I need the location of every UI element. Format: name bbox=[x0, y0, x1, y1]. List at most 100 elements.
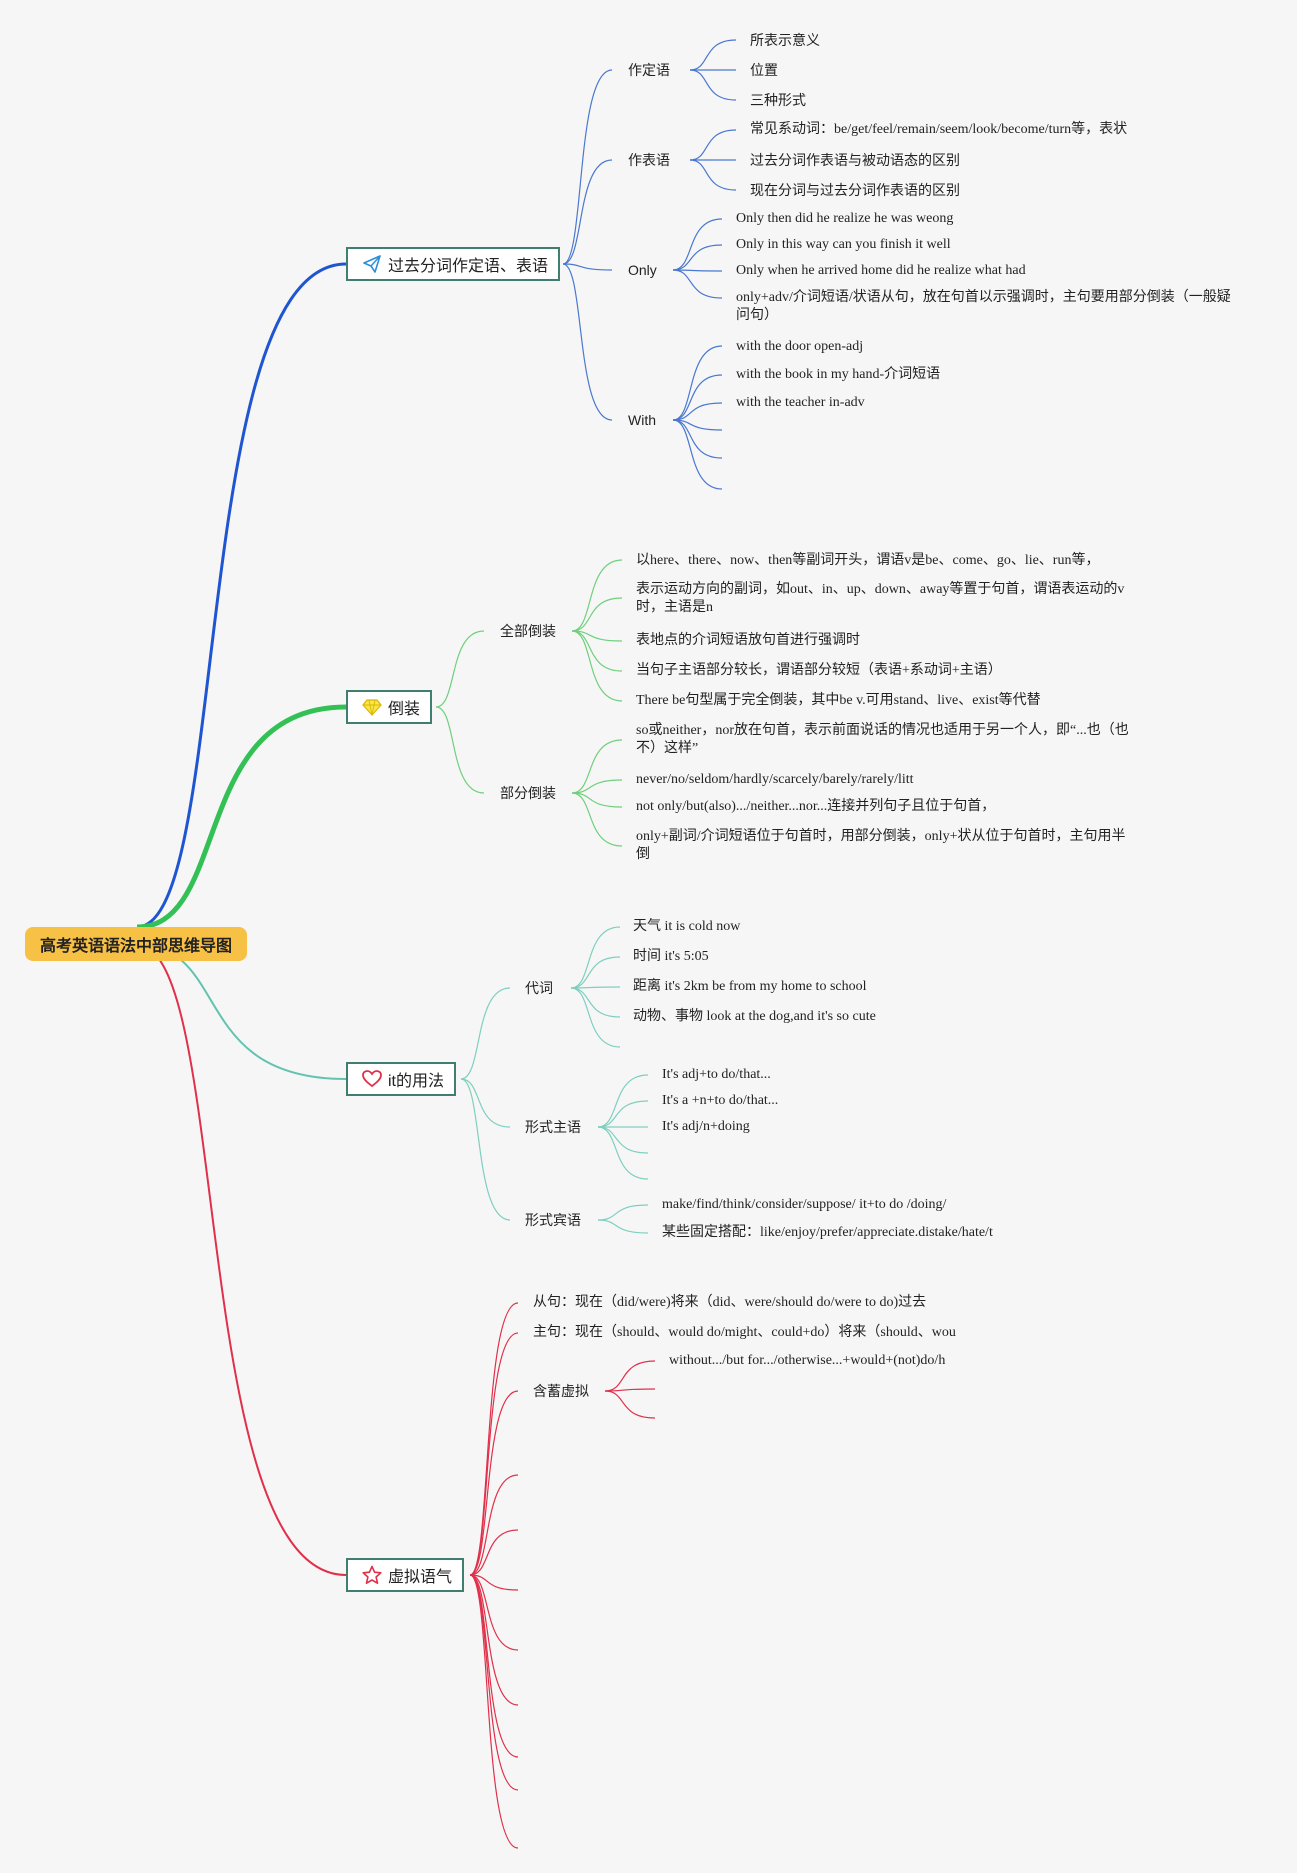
topic-link bbox=[435, 706, 485, 794]
leaf-link bbox=[571, 779, 623, 794]
leaf-link bbox=[571, 630, 623, 642]
topic-link bbox=[460, 1078, 511, 1128]
leaf-link bbox=[672, 374, 723, 421]
topic-inversion[interactable]: 倒装 bbox=[346, 690, 433, 724]
topic-link bbox=[469, 1574, 519, 1849]
topic-label: 过去分词作定语、表语 bbox=[388, 258, 549, 275]
leaf-item[interactable]: There be句型属于完全倒装，其中be v.可用stand、live、exi… bbox=[636, 693, 1041, 708]
leaf-link bbox=[604, 1388, 656, 1392]
leaf-link bbox=[672, 269, 723, 272]
leaf-link bbox=[672, 244, 723, 271]
leaf-item[interactable]: so或neither，nor放在句首，表示前面说话的情况也适用于另一个人，即“.… bbox=[636, 723, 1129, 756]
subtopic-label[interactable]: 形式宾语 bbox=[525, 1212, 581, 1228]
subtopic-label[interactable]: 部分倒装 bbox=[500, 785, 556, 801]
leaf-item[interactable]: It's adj/n+doing bbox=[662, 1119, 750, 1134]
leaf-item[interactable]: It's adj+to do/that... bbox=[662, 1067, 771, 1082]
leaf-link bbox=[672, 419, 723, 490]
leaf-link bbox=[604, 1360, 656, 1392]
topic-link bbox=[469, 1474, 519, 1576]
leaf-link bbox=[571, 792, 623, 847]
topic-link bbox=[469, 1574, 519, 1706]
topic-link bbox=[562, 263, 613, 271]
leaf-link bbox=[672, 345, 723, 421]
leaf-link bbox=[597, 1204, 649, 1221]
topic-label: 虚拟语气 bbox=[388, 1569, 453, 1586]
subtopic-label[interactable]: 全部倒装 bbox=[500, 623, 556, 639]
leaf-link bbox=[597, 1219, 649, 1234]
topic-subjunctive[interactable]: 虚拟语气 bbox=[346, 1558, 465, 1592]
leaf-item[interactable]: never/no/seldom/hardly/scarcely/barely/r… bbox=[636, 772, 914, 787]
leaf-item[interactable]: 时间 it's 5:05 bbox=[633, 949, 709, 964]
leaf-item[interactable]: 动物、事物 look at the dog,and it's so cute bbox=[633, 1009, 876, 1024]
subtopic-label[interactable]: 从句：现在（did/were)将来（did、were/should do/wer… bbox=[533, 1295, 927, 1310]
subtopic-label[interactable]: With bbox=[628, 412, 656, 428]
leaf-link bbox=[672, 402, 723, 421]
leaf-item[interactable]: 所表示意义 bbox=[750, 32, 820, 48]
leaf-item[interactable]: with the book in my hand-介词短语 bbox=[736, 367, 941, 382]
leaf-item[interactable]: not only/but(also).../neither...nor...连接… bbox=[636, 799, 996, 814]
leaf-item[interactable]: Only then did he realize he was weong bbox=[736, 211, 954, 226]
leaf-item[interactable]: 表地点的介词短语放句首进行强调时 bbox=[636, 633, 860, 648]
subtopic-label[interactable]: 形式主语 bbox=[525, 1119, 581, 1135]
leaf-item[interactable]: 常见系动词：be/get/feel/remain/seem/look/becom… bbox=[750, 122, 1128, 137]
topic-past-participle[interactable]: 过去分词作定语、表语 bbox=[346, 247, 561, 281]
subtopic-label[interactable]: 作定语 bbox=[628, 62, 670, 78]
topic-link bbox=[460, 987, 511, 1080]
leaf-link bbox=[571, 630, 623, 672]
topic-link bbox=[562, 69, 613, 265]
leaf-item[interactable]: 距离 it's 2km be from my home to school bbox=[633, 979, 867, 994]
root-link-past-participle bbox=[136, 262, 347, 929]
leaf-item[interactable]: 三种形式 bbox=[750, 92, 806, 108]
leaf-item[interactable]: without.../but for.../otherwise...+would… bbox=[669, 1353, 946, 1368]
topic-link bbox=[469, 1529, 519, 1576]
leaf-link bbox=[570, 926, 621, 989]
leaf-item[interactable]: Only in this way can you finish it well bbox=[736, 237, 951, 252]
topic-link bbox=[435, 630, 485, 708]
leaf-item[interactable]: 位置 bbox=[750, 62, 778, 78]
subtopic-label[interactable]: 含蓄虚拟 bbox=[533, 1383, 589, 1399]
leaf-item[interactable]: make/find/think/consider/suppose/ it+to … bbox=[662, 1197, 947, 1212]
leaf-link bbox=[672, 218, 723, 271]
leaf-item[interactable]: 天气 it is cold now bbox=[633, 919, 741, 934]
leaf-item[interactable]: only+adv/介词短语/状语从句，放在句首以示强调时，主句要用部分倒装（一般… bbox=[736, 290, 1231, 323]
leaf-item[interactable]: 过去分词作表语与被动语态的区别 bbox=[750, 152, 960, 168]
leaf-link bbox=[597, 1126, 649, 1154]
topic-link bbox=[469, 1574, 519, 1651]
topic-it-usage[interactable]: it的用法 bbox=[346, 1062, 457, 1096]
leaf-link bbox=[571, 597, 623, 632]
leaf-link bbox=[597, 1074, 649, 1128]
subtopic-label[interactable]: 代词 bbox=[525, 980, 553, 996]
topic-link bbox=[562, 159, 613, 265]
leaf-link bbox=[570, 956, 621, 989]
star-icon bbox=[362, 1565, 382, 1585]
leaf-item[interactable]: 现在分词与过去分词作表语的区别 bbox=[750, 182, 960, 198]
subtopic-label[interactable]: Only bbox=[628, 262, 657, 278]
leaf-item[interactable]: with the teacher in-adv bbox=[736, 395, 865, 410]
subtopic-label[interactable]: 作表语 bbox=[628, 152, 670, 168]
root-node[interactable]: 高考英语语法中部思维导图 bbox=[25, 927, 247, 961]
leaf-item[interactable]: 当句子主语部分较长，谓语部分较短（表语+系动词+主语） bbox=[636, 663, 1002, 678]
leaf-item[interactable]: Only when he arrived home did he realize… bbox=[736, 263, 1026, 278]
topic-link bbox=[469, 1390, 519, 1576]
root-link-it-usage bbox=[136, 944, 347, 1080]
topic-link bbox=[460, 1078, 511, 1221]
leaf-item[interactable]: 某些固定搭配：like/enjoy/prefer/appreciate.dist… bbox=[662, 1225, 993, 1240]
leaf-link bbox=[689, 69, 737, 101]
topic-label: it的用法 bbox=[388, 1073, 445, 1090]
leaf-item[interactable]: 以here、there、now、then等副词开头，谓语v是be、come、go… bbox=[636, 553, 1100, 568]
subtopic-label[interactable]: 主句：现在（should、would do/might、could+do）将来（… bbox=[533, 1325, 956, 1340]
leaf-item[interactable]: 表示运动方向的副词，如out、in、up、down、away等置于句首，谓语表运… bbox=[636, 582, 1125, 615]
topic-link bbox=[562, 263, 613, 421]
leaf-link bbox=[597, 1126, 649, 1180]
root-label: 高考英语语法中部思维导图 bbox=[39, 938, 232, 955]
leaf-item[interactable]: It's a +n+to do/that... bbox=[662, 1093, 779, 1108]
leaf-item[interactable]: only+副词/介词短语位于句首时，用部分倒装，only+状从位于句首时，主句用… bbox=[636, 829, 1126, 862]
leaf-link bbox=[597, 1100, 649, 1128]
leaf-link bbox=[570, 986, 621, 989]
topic-link bbox=[469, 1574, 519, 1791]
diamond-icon bbox=[362, 697, 382, 717]
topic-label: 倒装 bbox=[388, 701, 421, 718]
leaf-item[interactable]: with the door open-adj bbox=[736, 339, 864, 354]
